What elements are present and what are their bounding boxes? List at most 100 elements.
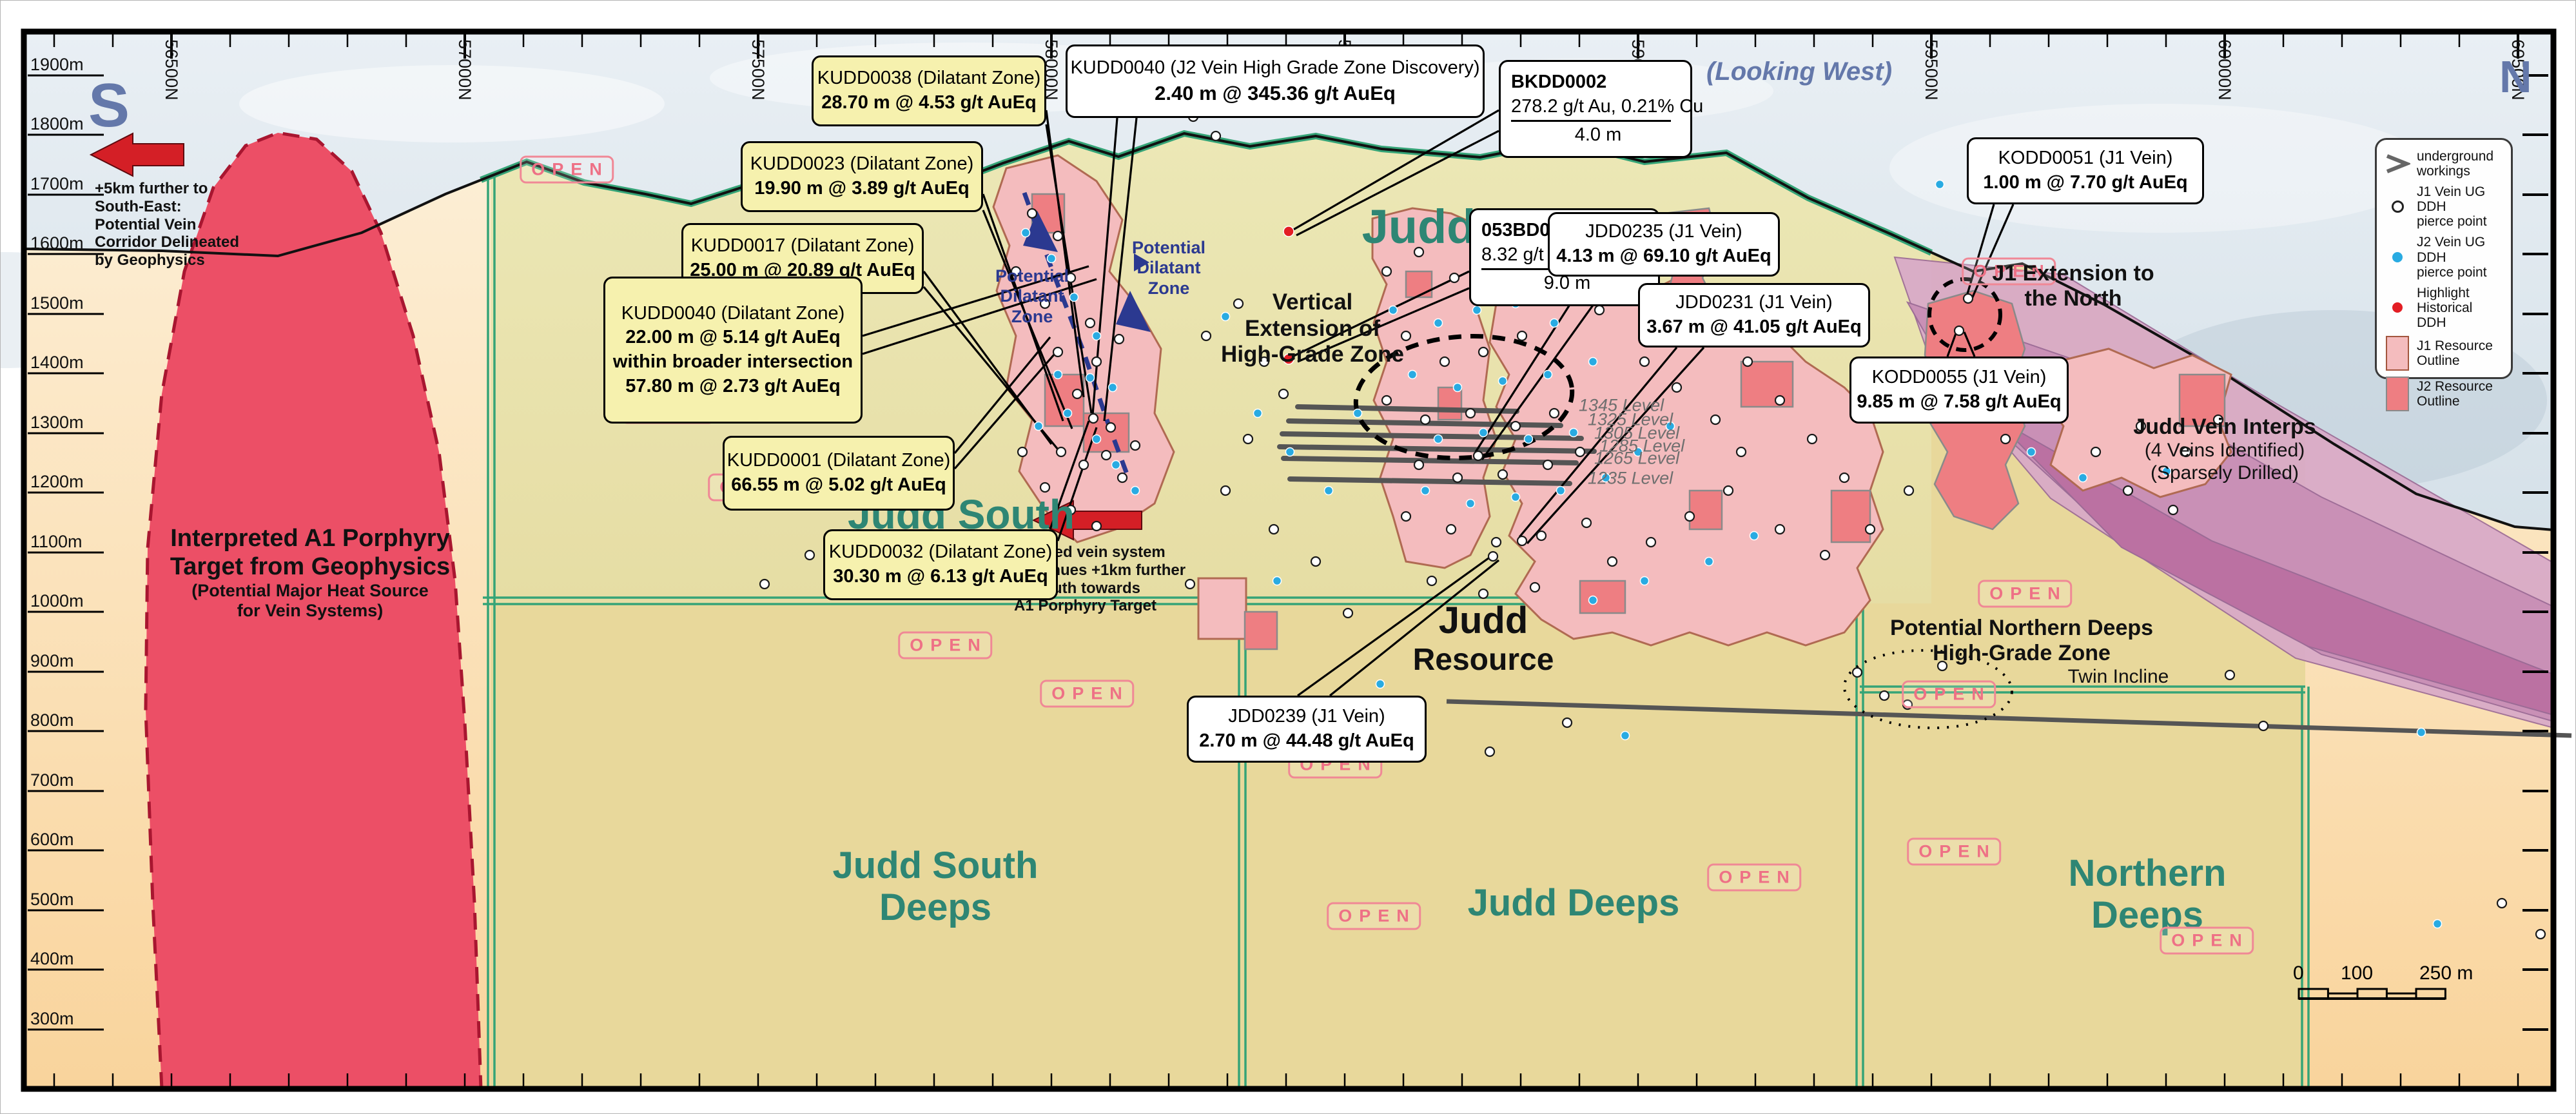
j2-resource-swatch bbox=[2386, 376, 2409, 412]
leader-line-jdd0235 bbox=[1481, 276, 1615, 460]
legend: underground workings J1 Vein UG DDH pier… bbox=[2375, 138, 2513, 412]
callout-line: 2.70 m @ 44.48 g/t AuEq bbox=[1199, 730, 1414, 751]
legend-item-label: J2 Vein UG DDH pierce point bbox=[2417, 235, 2487, 280]
j1-pierce-point bbox=[1671, 382, 1683, 393]
j2-pierce-point bbox=[1091, 331, 1102, 341]
compass-south-label: S bbox=[88, 71, 130, 140]
j1-pierce-point bbox=[1487, 551, 1499, 562]
level-label: 1305 Level bbox=[1594, 423, 1680, 443]
leader-line-kudd0032 bbox=[1057, 427, 1098, 542]
left-axis-label: 1200m bbox=[30, 472, 84, 491]
leader-line-kudd0038 bbox=[1045, 124, 1093, 414]
j2-pierce-point bbox=[2432, 919, 2443, 929]
level-label: 1265 Level bbox=[1594, 448, 1680, 468]
j1-pierce-point bbox=[1258, 356, 1270, 367]
j1-pierce-point bbox=[1310, 556, 1322, 567]
callout-kudd0038: KUDD0038 (Dilatant Zone)28.70 m @ 4.53 g… bbox=[812, 55, 1046, 126]
leader-line-kudd0040-dilatant bbox=[862, 265, 1089, 337]
annotation-line: Dilatant bbox=[1000, 286, 1064, 306]
scale-bar bbox=[2298, 988, 2446, 1000]
j1-pierce-point bbox=[1452, 472, 1463, 484]
j1-pierce-point bbox=[1574, 446, 1586, 458]
j1-pierce-point bbox=[1606, 556, 1618, 567]
j1-pierce-point bbox=[1490, 536, 1502, 548]
j1-pierce-point bbox=[1484, 746, 1496, 757]
j1-pierce-point bbox=[1639, 356, 1650, 367]
dilatant-pointer-icon bbox=[1134, 253, 1149, 271]
callout-line: 4.0 m bbox=[1574, 124, 1622, 146]
zone-label-northern-deeps: Northern Deeps bbox=[2068, 852, 2227, 936]
j1-pierce-point bbox=[1084, 317, 1096, 329]
j1-pierce-point bbox=[1774, 523, 1786, 535]
leader-line-jdd0239 bbox=[1329, 559, 1500, 697]
left-axis-label: 1300m bbox=[30, 413, 84, 432]
callout-kudd0040-dilatant: KUDD0040 (Dilatant Zone)22.00 m @ 5.14 g… bbox=[603, 277, 863, 424]
j2-pierce-point bbox=[1046, 253, 1057, 264]
callout-line: JDD0239 (J1 Vein) bbox=[1228, 706, 1385, 727]
top-axis-label: 57000N bbox=[455, 39, 474, 101]
leader-line-jdd0231 bbox=[1526, 346, 1705, 545]
j1-pierce-point bbox=[1400, 330, 1412, 342]
open-label: OPEN bbox=[1327, 902, 1421, 930]
j2-pierce-point bbox=[1407, 369, 1418, 380]
j2-pierce-point bbox=[1498, 376, 1508, 386]
legend-item-label: underground workings bbox=[2417, 149, 2494, 179]
j1-pierce-point bbox=[1962, 293, 1974, 304]
j1-pierce-point bbox=[1645, 536, 1657, 548]
j1-pierce-point bbox=[1684, 511, 1695, 522]
j1-pierce-point bbox=[1839, 472, 1850, 484]
leader-line-kudd0023 bbox=[982, 210, 1073, 429]
j1-pierce-point bbox=[1381, 266, 1392, 277]
annotation-line: Twin Incline bbox=[2067, 666, 2169, 687]
top-axis-label: 56500N bbox=[162, 39, 181, 101]
j1-pierce-point bbox=[1449, 272, 1460, 284]
high-grade-zone-dashed-ellipse bbox=[1353, 333, 1575, 461]
top-axis-label: 60000N bbox=[2215, 39, 2234, 101]
j1-pierce-point bbox=[1052, 230, 1064, 242]
view-direction-note: (Looking West) bbox=[1706, 57, 1893, 86]
j1-pierce-point bbox=[1819, 549, 1831, 561]
annotation-line: Zone bbox=[1147, 278, 1190, 298]
plot-frame bbox=[21, 28, 2557, 1092]
callout-line: KUDD0017 (Dilatant Zone) bbox=[690, 235, 915, 257]
j2-pierce-point bbox=[1510, 492, 1521, 502]
left-axis-label: 800m bbox=[30, 710, 74, 730]
j1-pierce-point bbox=[1117, 472, 1128, 484]
leader-line-jdd0231 bbox=[1518, 346, 1678, 538]
level-label: 1345 Level bbox=[1579, 395, 1664, 415]
scalebar-end-label: 250 m bbox=[2419, 963, 2474, 984]
j2-pierce-point bbox=[1465, 498, 1476, 509]
j1-pierce-point bbox=[1735, 446, 1747, 458]
j2-pierce-point bbox=[1549, 318, 1559, 328]
j1-pierce-point bbox=[1220, 485, 1231, 496]
historical-ddh-point bbox=[1283, 353, 1294, 365]
top-axis-label: 57500N bbox=[748, 39, 768, 101]
leader-line-jdd0239 bbox=[1297, 555, 1492, 697]
callout-line: KUDD0040 (Dilatant Zone) bbox=[621, 302, 845, 324]
j1-pierce-point bbox=[2535, 928, 2546, 940]
annotation-line: High-Grade Zone bbox=[1221, 342, 1404, 367]
j2-pierce-point bbox=[1749, 531, 1759, 541]
callout-line: 2.40 m @ 345.36 g/t AuEq bbox=[1155, 81, 1396, 104]
callout-line: 66.55 m @ 5.02 g/t AuEq bbox=[731, 474, 946, 495]
annotation-line: (4 Veins Identified) bbox=[2144, 440, 2305, 462]
j1-pierce-point bbox=[1542, 459, 1554, 471]
open-label: OPEN bbox=[1040, 679, 1134, 708]
callout-line: KUDD0001 (Dilatant Zone) bbox=[727, 450, 951, 471]
left-axis-label: 1700m bbox=[30, 174, 84, 193]
annotation-line: Zone bbox=[1011, 306, 1053, 326]
j2-pierce-point bbox=[1588, 595, 1598, 605]
top-axis-label: 59500N bbox=[1922, 39, 1941, 101]
annotation-judd-vein-interps-label: Judd Vein Interps(4 Veins Identified)(Sp… bbox=[2133, 415, 2316, 485]
legend-item-historical-ddh: Highlight Historical DDH bbox=[2385, 286, 2504, 330]
j2-pierce-point bbox=[1568, 427, 1579, 438]
j1-pierce-point bbox=[2212, 414, 2224, 425]
j2-pierce-point bbox=[1285, 447, 1295, 457]
annotation-line: for Vein Systems) bbox=[237, 601, 384, 621]
j1-pierce-point bbox=[1710, 414, 1721, 425]
annotation-line: Potential bbox=[1131, 238, 1206, 257]
